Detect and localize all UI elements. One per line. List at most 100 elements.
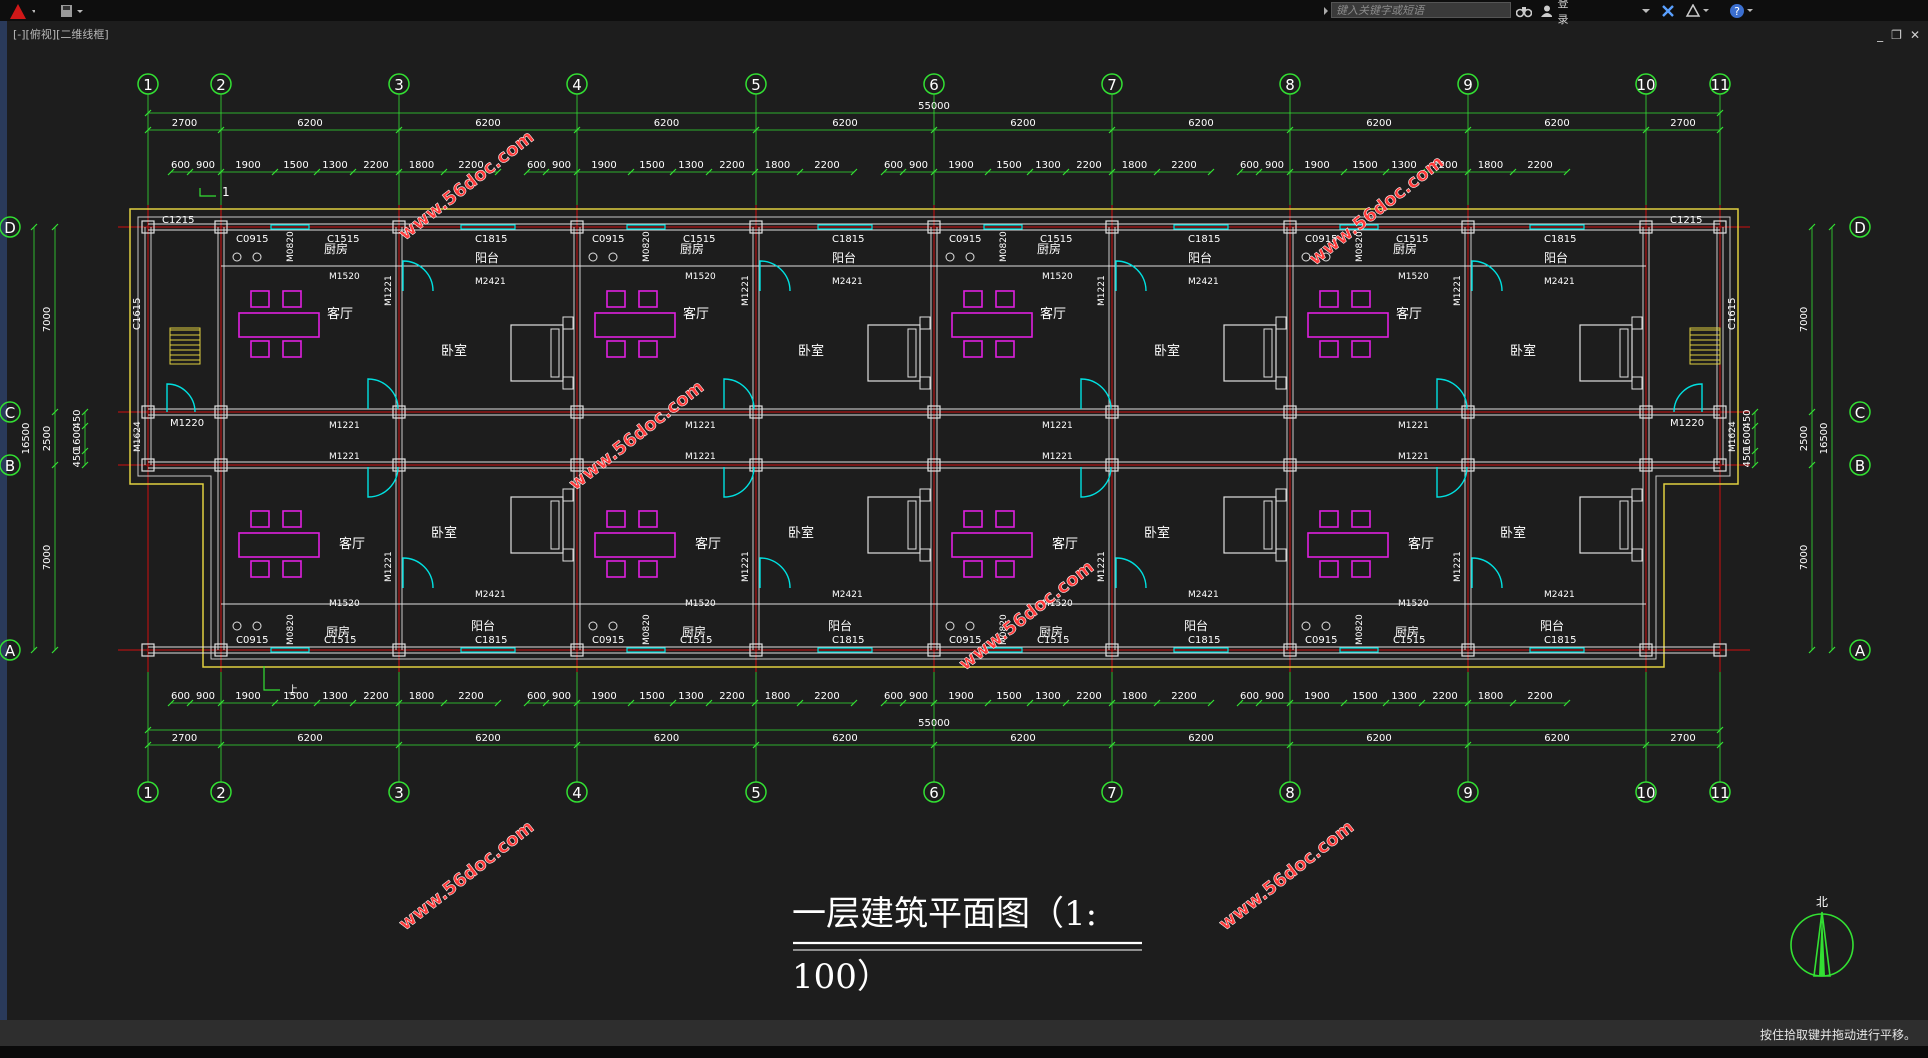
- dimension-tick: [494, 168, 502, 176]
- dimension-tick: [1716, 741, 1724, 749]
- dimension-text: 600: [884, 691, 903, 702]
- building-outline-inner: [137, 216, 1731, 660]
- dimension-text: 600: [1240, 691, 1259, 702]
- dimension-text: 1900: [948, 160, 973, 171]
- column: [1283, 405, 1297, 419]
- north-label: 北: [1816, 895, 1828, 909]
- chair: [606, 340, 626, 358]
- axis-letter: B: [1855, 457, 1865, 475]
- chair: [250, 560, 270, 578]
- dimension-tick: [494, 699, 502, 707]
- search-input[interactable]: 键入关键字或短语: [1331, 2, 1511, 18]
- door-tag: M2421: [1544, 277, 1575, 287]
- room-label-bedroom: 卧室: [798, 343, 824, 359]
- room-label-kitchen: 厨房: [682, 624, 706, 639]
- toilet-icon: [588, 252, 598, 262]
- restore-button[interactable]: ❐: [1891, 28, 1902, 42]
- building-outline: [129, 208, 1739, 668]
- window-tag: C0915: [1305, 635, 1337, 646]
- quick-access-save-icon[interactable]: [58, 1, 86, 20]
- dimension-text: 6200: [1010, 733, 1035, 744]
- close-button[interactable]: ✕: [1909, 28, 1920, 42]
- dimension-tick: [217, 741, 225, 749]
- nightstand: [1275, 488, 1287, 502]
- dimension-text: 2500: [42, 426, 53, 451]
- door-tag: M1624: [133, 421, 143, 452]
- room-label-bedroom: 卧室: [1510, 343, 1536, 359]
- column: [1713, 220, 1727, 234]
- chair: [963, 290, 983, 308]
- room-label-bedroom: 卧室: [1500, 525, 1526, 541]
- nightstand: [1631, 488, 1643, 502]
- dining-table: [238, 532, 320, 558]
- dimension-tick: [51, 408, 59, 416]
- window-tag: C1615: [1727, 298, 1738, 330]
- door-tag: M1221: [741, 275, 751, 306]
- dimension-tick: [1828, 646, 1836, 654]
- dimension-tick: [984, 699, 992, 707]
- dimension-tick: [669, 699, 677, 707]
- dimension-text: 1900: [1304, 691, 1329, 702]
- chair: [1319, 560, 1339, 578]
- door-swing: [759, 260, 791, 292]
- dimension-text: 7000: [42, 307, 53, 332]
- dimension-text: 2200: [363, 691, 388, 702]
- autodesk-app-icon[interactable]: [1684, 1, 1712, 20]
- drawing-title-line2: 100）: [792, 957, 891, 997]
- column: [141, 405, 155, 419]
- viewport-controls-label[interactable]: [-][俯视][二维线框]: [13, 28, 109, 41]
- column: [1283, 220, 1297, 234]
- window-tag: C0915: [1305, 234, 1337, 245]
- minimize-button[interactable]: _: [1877, 28, 1884, 42]
- dimension-text: 600: [527, 160, 546, 171]
- chair: [606, 290, 626, 308]
- chair: [282, 560, 302, 578]
- dimension-text: 6200: [297, 733, 322, 744]
- dimension-tick: [1108, 699, 1116, 707]
- watermark: www.56doc.com: [395, 817, 538, 935]
- room-label-living: 客厅: [683, 306, 709, 322]
- axis-number: 10: [1636, 76, 1655, 94]
- exchange-x-icon[interactable]: [1660, 1, 1676, 20]
- dimension-tick: [1716, 126, 1724, 134]
- autocad-logo-icon[interactable]: [2, 1, 38, 20]
- toilet-icon: [232, 252, 242, 262]
- dimension-text: 7000: [42, 545, 53, 570]
- axis-number: 5: [751, 76, 761, 94]
- expand-arrow-icon[interactable]: [1322, 1, 1330, 20]
- door-tag: M1221: [1398, 452, 1429, 462]
- dimension-tick: [217, 168, 225, 176]
- dimension-tick: [627, 168, 635, 176]
- dimension-text: 2200: [719, 691, 744, 702]
- door-tag: M0820: [642, 614, 652, 645]
- dimension-tick: [1464, 168, 1472, 176]
- section-cut-line: [263, 666, 280, 691]
- dimension-tick: [395, 168, 403, 176]
- nightstand: [919, 488, 931, 502]
- dimension-tick: [899, 699, 907, 707]
- dimension-tick: [1236, 699, 1244, 707]
- window-tag: C1515: [327, 234, 359, 245]
- window-tag: C1515: [683, 234, 715, 245]
- dimension-text: 450: [72, 409, 83, 428]
- room-label-balcony: 阳台: [828, 618, 852, 633]
- dimension-text: 6200: [1544, 118, 1569, 129]
- dimension-tick: [1418, 168, 1426, 176]
- axis-number: 9: [1463, 784, 1473, 802]
- dimension-tick: [796, 168, 804, 176]
- user-login-button[interactable]: 登录: [1540, 0, 1650, 26]
- dimension-tick: [1026, 168, 1034, 176]
- dimension-text: 450: [72, 448, 83, 467]
- binoculars-icon[interactable]: [1515, 1, 1533, 20]
- door-tag: M1221: [384, 551, 394, 582]
- dimension-text: 2200: [363, 160, 388, 171]
- room-label-balcony: 阳台: [1188, 250, 1212, 265]
- door-tag: M0820: [1355, 614, 1365, 645]
- dimension-tick: [30, 646, 38, 654]
- nightstand: [562, 548, 574, 562]
- window-mark: [1173, 224, 1229, 230]
- door-tag: M2421: [1544, 590, 1575, 600]
- window-mark: [1529, 224, 1585, 230]
- help-icon[interactable]: ?: [1728, 1, 1756, 20]
